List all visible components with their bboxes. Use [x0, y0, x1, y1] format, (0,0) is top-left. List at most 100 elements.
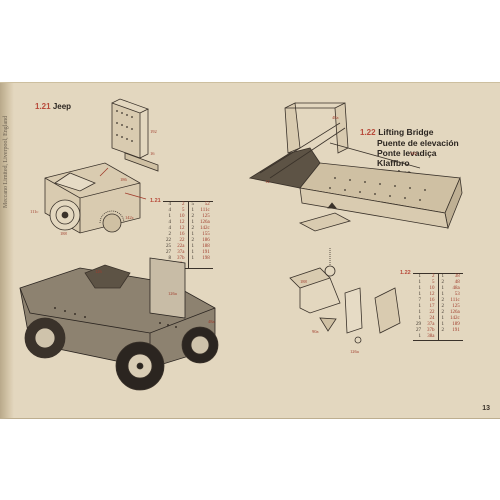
callout-186: 186 — [120, 177, 128, 182]
part-quantity: 4 — [168, 208, 172, 213]
part-number: 52 — [204, 202, 210, 207]
lifting-bridge-illustration — [248, 102, 463, 232]
bridge-model-number: 1.22 — [360, 128, 376, 137]
part-number: 24 — [429, 316, 435, 321]
jeep-seat-frame-illustration — [111, 98, 159, 172]
part-quantity: 5 — [187, 201, 197, 208]
callout-188: 188 — [60, 231, 68, 236]
callout-90a: 90a — [312, 329, 319, 334]
part-quantity: 1 — [187, 250, 197, 256]
part-number: 12 — [179, 226, 185, 231]
part-quantity — [437, 334, 447, 341]
part-number: 10 — [179, 214, 185, 219]
part-number: 17 — [429, 304, 435, 309]
manual-page: Meccano Limited, Liverpool, England 1.21… — [0, 82, 500, 419]
part-quantity: 1 — [437, 273, 447, 280]
part-quantity: 1 — [187, 232, 197, 238]
part-quantity: 2 — [437, 298, 447, 304]
part-quantity: 1 — [418, 280, 422, 285]
part-number: 2 — [432, 274, 435, 279]
part-quantity: 4 — [168, 226, 172, 231]
part-number: 22 — [179, 238, 185, 243]
part-quantity: 1 — [437, 292, 447, 298]
part-number: 37b — [427, 328, 435, 333]
part-quantity: 1 — [437, 322, 447, 328]
part-quantity: 1 — [187, 244, 197, 250]
part-quantity: 1 — [418, 310, 422, 315]
callout-126: 126 — [95, 269, 103, 274]
callout-126a: 126a — [168, 291, 177, 296]
part-quantity: 1 — [418, 286, 422, 291]
callout-126a-bridge: 126a — [350, 349, 359, 354]
part-number: 111c — [200, 208, 210, 213]
callout-192-bridge: 192 — [410, 151, 417, 156]
part-quantity: 1 — [187, 208, 197, 214]
part-quantity: 27 — [166, 250, 171, 255]
part-number: 22a — [177, 244, 185, 249]
part-quantity — [187, 262, 197, 269]
callout-16: 16 — [150, 151, 155, 156]
part-number: 155 — [202, 232, 210, 237]
part-quantity: 25 — [166, 244, 171, 249]
part-quantity: 4 — [168, 202, 172, 207]
part-quantity: 1 — [437, 286, 447, 292]
part-quantity: 4 — [168, 220, 172, 225]
callout-111c-a: 111c — [30, 209, 38, 214]
part-number: 126a — [200, 220, 210, 225]
part-number: 5 — [182, 208, 185, 213]
part-quantity: 1 — [437, 316, 447, 322]
part-number: 125 — [202, 214, 210, 219]
part-quantity: 1 — [418, 316, 422, 321]
part-quantity: 1 — [187, 256, 197, 262]
part-number: 10 — [429, 286, 435, 291]
callout-192: 192 — [150, 129, 157, 134]
part-quantity: 1 — [187, 220, 197, 226]
jeep-model-number: 1.21 — [35, 102, 51, 111]
illustrations: 192 16 186 111c 142c 188 126 126a 48a 48… — [19, 98, 463, 391]
bridge-name-sv: Klaffbro — [377, 158, 410, 168]
part-number: 111c — [450, 298, 460, 303]
part-quantity: 8 — [168, 256, 172, 261]
part-number: 5 — [432, 280, 435, 285]
part-number: 38a — [427, 334, 435, 339]
part-quantity: 2 — [168, 232, 172, 237]
callout-48a: 48a — [208, 319, 215, 324]
callout-12-bridge: 12 — [265, 179, 270, 184]
jeep-photo-illustration — [19, 257, 219, 391]
part-number: 48 — [454, 280, 460, 285]
part-number: 38 — [454, 274, 460, 279]
part-number: 37a — [427, 322, 435, 327]
part-number: 198 — [202, 256, 210, 261]
part-number: 189 — [452, 322, 460, 327]
part-number: 188 — [202, 244, 210, 249]
part-quantity: 2 — [187, 214, 197, 220]
part-quantity: 2 — [187, 226, 197, 232]
callout-48a-bridge: 48a — [332, 115, 339, 120]
part-number: 125 — [452, 304, 460, 309]
part-quantity: 1 — [418, 274, 422, 279]
page-number: 13 — [482, 405, 490, 412]
part-number: 12 — [179, 220, 185, 225]
part-quantity: 1 — [168, 214, 172, 219]
part-quantity: 2 — [437, 280, 447, 286]
part-quantity: 27 — [416, 328, 421, 333]
parts-row: 1 38a — [413, 334, 463, 341]
part-quantity: 1 — [418, 334, 422, 339]
part-number: 53 — [454, 292, 460, 297]
